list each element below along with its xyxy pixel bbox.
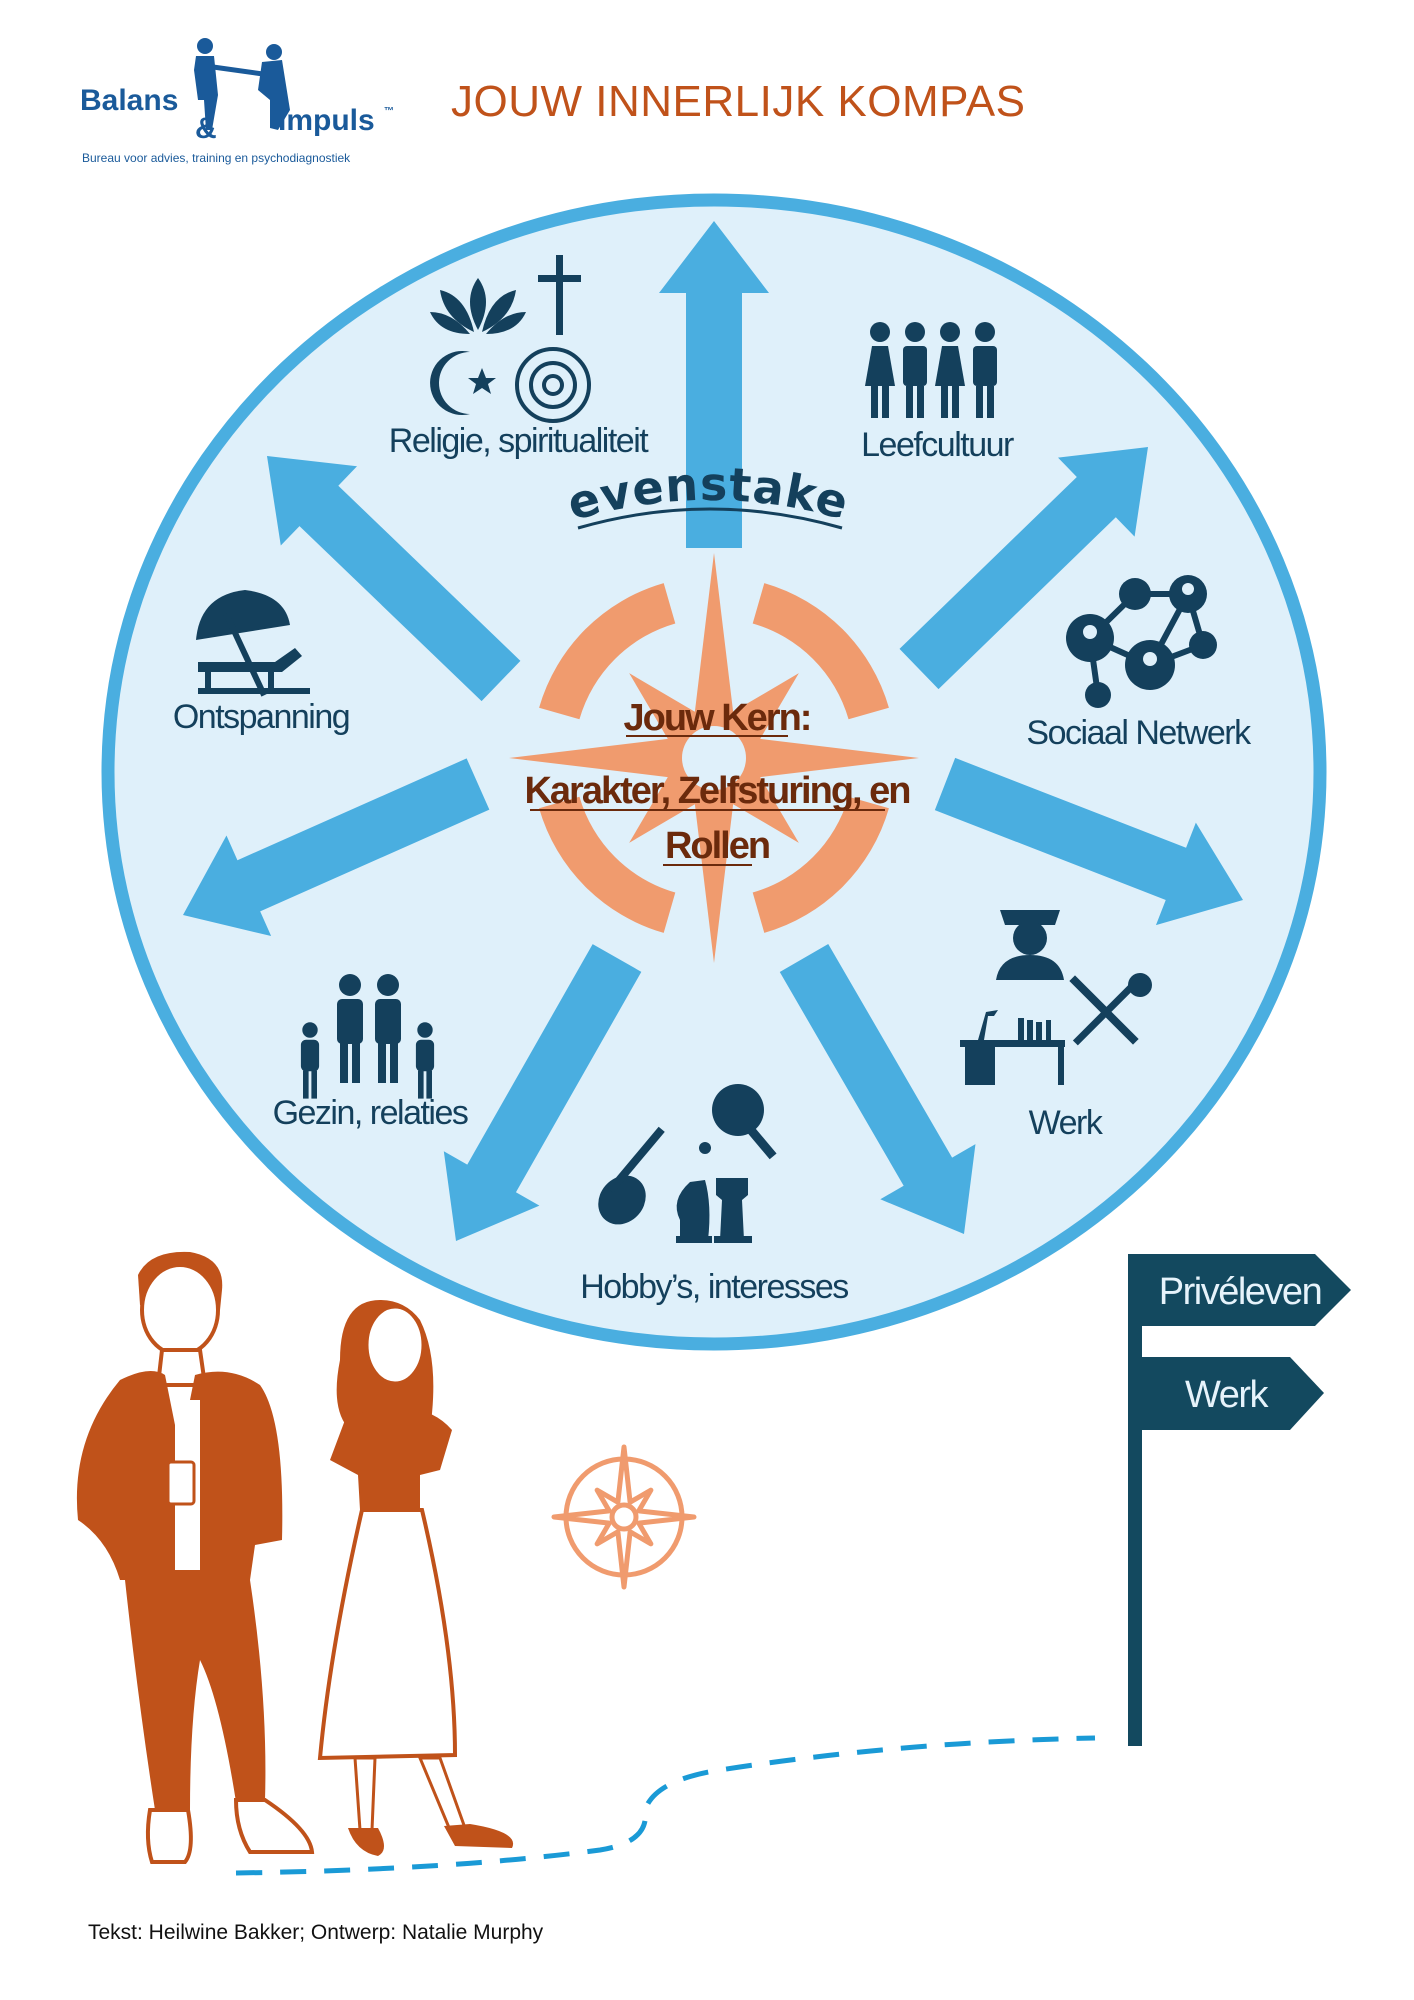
arrow-left-icon [183, 758, 490, 937]
compass-rose [509, 553, 919, 963]
small-compass-icon [551, 1444, 697, 1590]
arrow-down-left-icon [443, 944, 642, 1241]
person-leg [871, 386, 878, 418]
crescent-star-icon [430, 351, 496, 415]
family-member-body [337, 999, 363, 1044]
family-member-head [377, 974, 399, 996]
hobby-icons [598, 1084, 777, 1243]
arrow-up-left-icon [267, 456, 521, 702]
area-label-werk: Werk [1029, 1104, 1104, 1142]
arrow-up-right-icon [899, 447, 1148, 690]
beach-umbrella-icon [196, 590, 310, 697]
area-label-ontspanning: Ontspanning [173, 698, 349, 736]
person-leg [987, 386, 994, 418]
compass-ring-segment [539, 796, 676, 933]
person-body [903, 346, 927, 386]
core-line-2: Karakter, Zelfsturing, en [524, 770, 909, 812]
arrow-down-right-icon [779, 943, 976, 1234]
logo-word-impuls: Impuls [278, 104, 375, 137]
ping-pong-icon [699, 1084, 777, 1160]
guitar-icon [598, 1126, 665, 1225]
person-leg [917, 386, 924, 418]
family-member-body [375, 999, 401, 1044]
family-member-leg [340, 1043, 348, 1083]
person-head [870, 322, 890, 342]
logo-trademark: ™ [384, 106, 394, 117]
person-leg [941, 386, 948, 418]
compass-ring-segment [752, 583, 889, 720]
sign-priveleven-label: Privéleven [1159, 1271, 1321, 1313]
compass-ring-segment [752, 796, 889, 933]
dancing-figures-icon [194, 38, 290, 130]
family-member-head [339, 974, 361, 996]
area-label-gezin: Gezin, relaties [273, 1094, 468, 1132]
compass-center [682, 726, 746, 790]
person-leg [906, 386, 913, 418]
family-member-leg [418, 1070, 424, 1099]
lotus-icon [430, 278, 526, 334]
signpost-pole [1128, 1254, 1142, 1746]
person-body [865, 346, 895, 386]
person-leg [976, 386, 983, 418]
chess-icon [676, 1178, 752, 1243]
arrow-up-icon [659, 221, 769, 548]
logo: Balans & Impuls ™ Bureau voor advies, tr… [80, 38, 394, 165]
arrow-right-icon [934, 757, 1243, 926]
page-title: JOUW INNERLIJK KOMPAS [451, 77, 1025, 126]
wrench-screwdriver-icon [1069, 973, 1152, 1046]
family-member-leg [311, 1070, 317, 1099]
work-icons [960, 910, 1152, 1085]
family-member-head [302, 1022, 318, 1038]
area-label-sociaal-netwerk: Sociaal Netwerk [1026, 714, 1252, 752]
religion-icons [430, 255, 591, 423]
cross-icon [538, 255, 581, 335]
family-icon [300, 974, 435, 1099]
person-leg [952, 386, 959, 418]
area-label-hobbys: Hobby’s, interesses [580, 1268, 848, 1306]
direction-arrows [183, 221, 1243, 1241]
man-illustration [76, 1251, 315, 1864]
family-member-leg [352, 1043, 360, 1083]
person-head [940, 322, 960, 342]
compass-ring-segment [539, 583, 676, 720]
person-body [935, 346, 965, 386]
family-member-body [415, 1039, 435, 1072]
dashed-path [235, 1735, 1096, 1876]
sign-werk-label: Werk [1185, 1374, 1269, 1416]
woman-illustration [317, 1300, 514, 1856]
pilot-icon [996, 910, 1064, 980]
area-label-leefcultuur: Leefcultuur [861, 426, 1014, 464]
family-member-leg [378, 1043, 386, 1083]
people-group-icon [865, 322, 997, 418]
core-line-3: Rollen [665, 825, 769, 867]
compass-ring [539, 583, 889, 933]
footer-credits: Tekst: Heilwine Bakker; Ontwerp: Natalie… [88, 1921, 544, 1944]
person-body [973, 346, 997, 386]
mandala-icon [515, 347, 591, 423]
logo-ampersand: & [195, 112, 217, 145]
person-head [975, 322, 995, 342]
desk-icon [960, 1010, 1065, 1085]
core-line-1: Jouw Kern: [624, 697, 811, 739]
person-leg [882, 386, 889, 418]
logo-tagline: Bureau voor advies, training en psychodi… [82, 151, 351, 165]
family-member-leg [426, 1070, 432, 1099]
sign-priveleven [1128, 1254, 1351, 1326]
family-member-body [300, 1039, 320, 1072]
family-member-head [417, 1022, 433, 1038]
sign-werk [1142, 1357, 1324, 1430]
person-head [905, 322, 925, 342]
core-text: Jouw Kern: Karakter, Zelfsturing, en Rol… [524, 697, 911, 867]
network-icon [1066, 575, 1217, 708]
family-member-leg [303, 1070, 309, 1099]
signpost: Privéleven Werk [1128, 1254, 1351, 1746]
family-member-leg [390, 1043, 398, 1083]
area-label-religion: Religie, spiritualiteit [389, 422, 649, 460]
logo-word-balans: Balans [80, 84, 178, 117]
